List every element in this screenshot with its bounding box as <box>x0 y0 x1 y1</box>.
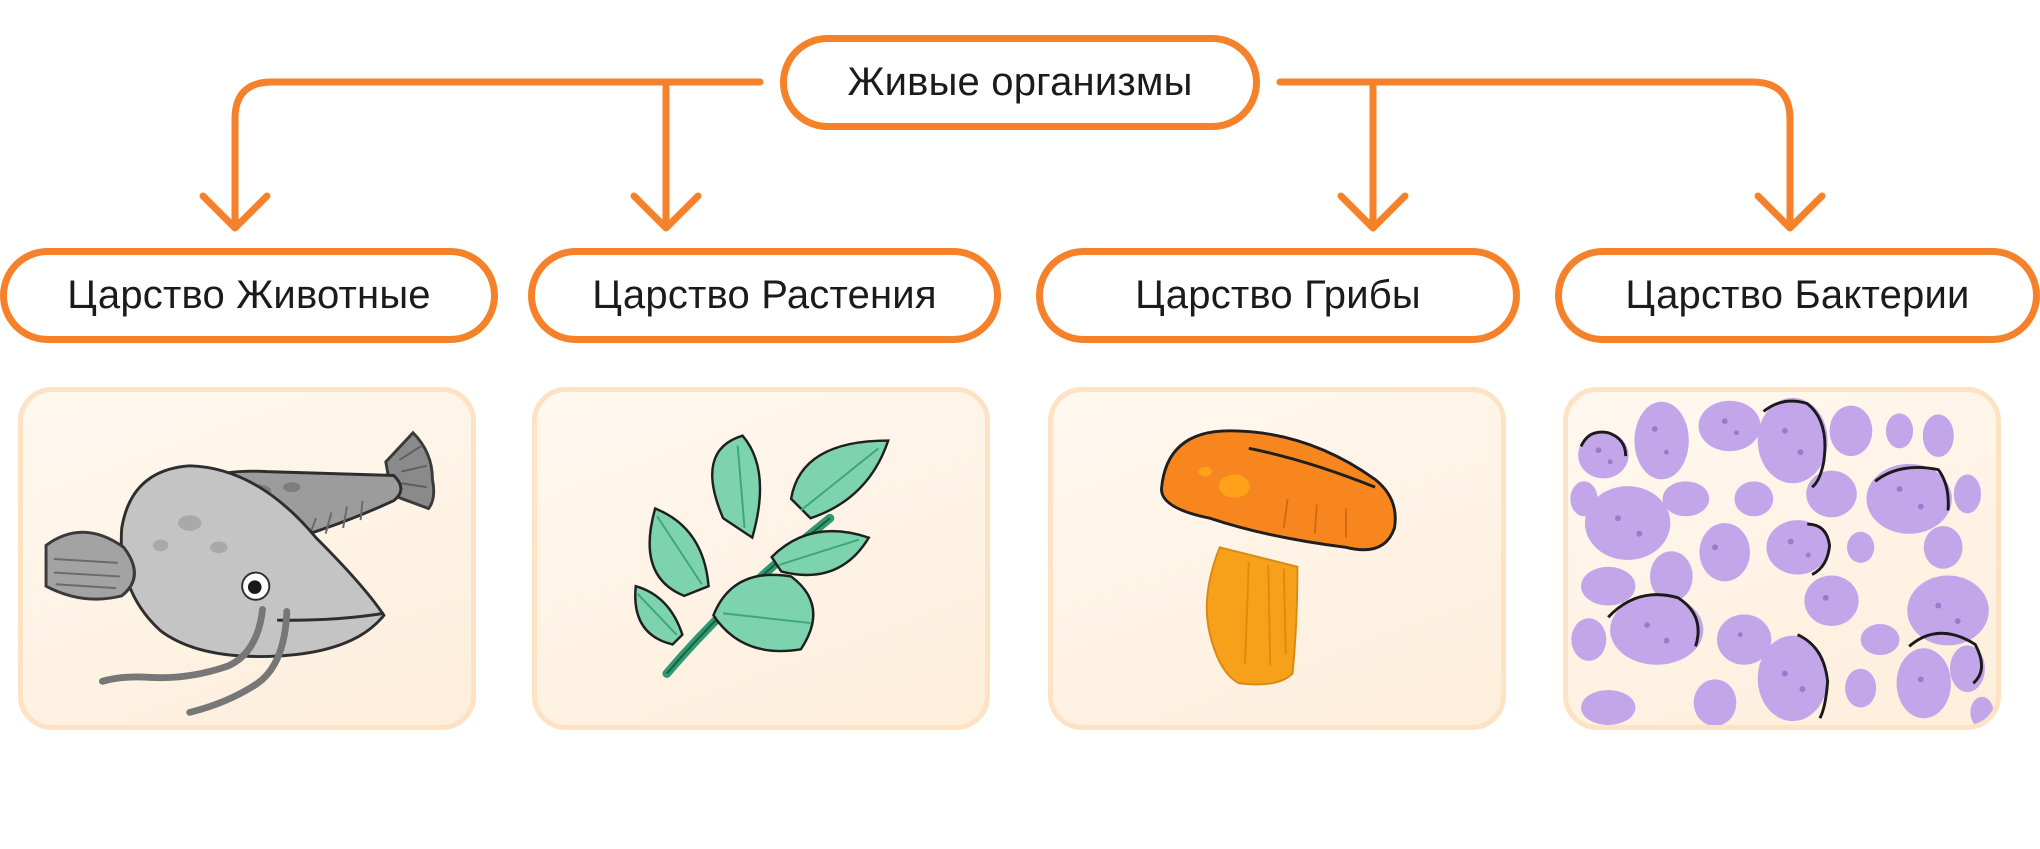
kingdom-node-plants: Царство Растения <box>528 248 1001 343</box>
connector-to-animals <box>231 78 764 228</box>
arrowhead-fungi <box>1337 192 1409 232</box>
leaf-branch-icon <box>634 434 890 678</box>
kingdom-label-bacteria: Царство Бактерии <box>1625 273 1970 317</box>
kingdom-label-animals: Царство Животные <box>67 273 431 317</box>
animals-illustration-card <box>18 387 476 730</box>
arrowhead-bacteria <box>1754 192 1826 232</box>
plants-illustration-card <box>532 387 990 730</box>
root-label: Живые организмы <box>847 60 1193 104</box>
kingdom-label-fungi: Царство Грибы <box>1135 273 1421 317</box>
mushroom-icon <box>1160 429 1397 686</box>
kingdom-node-bacteria: Царство Бактерии <box>1555 248 2040 343</box>
kingdom-node-fungi: Царство Грибы <box>1036 248 1520 343</box>
fungi-illustration-card <box>1048 387 1506 730</box>
bacteria-icon <box>1570 397 1994 725</box>
arrowhead-animals <box>199 192 271 232</box>
catfish-icon <box>44 430 436 716</box>
kingdom-label-plants: Царство Растения <box>592 273 937 317</box>
root-node: Живые организмы <box>780 35 1260 130</box>
arrowhead-plants <box>630 192 702 232</box>
connector-to-bacteria <box>1369 78 1794 228</box>
bacteria-illustration-card <box>1563 387 2001 730</box>
connector-to-fungi <box>1276 78 1377 228</box>
kingdom-node-animals: Царство Животные <box>0 248 498 343</box>
